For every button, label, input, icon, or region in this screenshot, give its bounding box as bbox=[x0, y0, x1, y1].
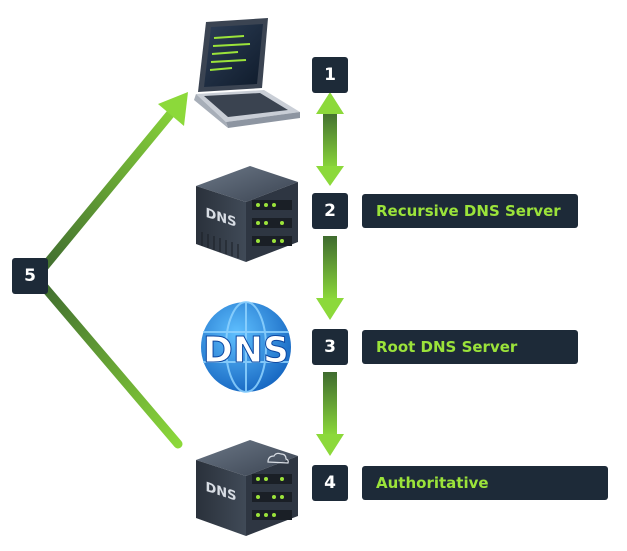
arrow-1-2 bbox=[316, 92, 344, 186]
laptop-icon bbox=[194, 18, 300, 128]
root-dns-server-label: Root DNS Server bbox=[362, 330, 578, 364]
step-2-badge: 2 bbox=[312, 193, 348, 229]
step-5-badge: 5 bbox=[12, 258, 48, 294]
authoritative-label: Authoritative bbox=[362, 466, 608, 500]
arrow-3-4 bbox=[316, 372, 344, 456]
cloud-icon bbox=[267, 452, 289, 464]
dns-globe-text: DNS bbox=[203, 330, 289, 371]
dns-server-cloud-icon: DNS bbox=[196, 440, 298, 536]
arrow-5-to-client bbox=[35, 92, 188, 277]
recursive-dns-server-label: Recursive DNS Server bbox=[362, 194, 578, 228]
dns-globe-icon: DNS bbox=[196, 297, 296, 397]
step-4-badge: 4 bbox=[312, 465, 348, 501]
step-3-badge: 3 bbox=[312, 329, 348, 365]
arrow-2-3 bbox=[316, 236, 344, 320]
dns-server-icon: DNS bbox=[196, 166, 298, 262]
line-authoritative-to-5 bbox=[35, 277, 183, 449]
step-1-badge: 1 bbox=[312, 57, 348, 93]
